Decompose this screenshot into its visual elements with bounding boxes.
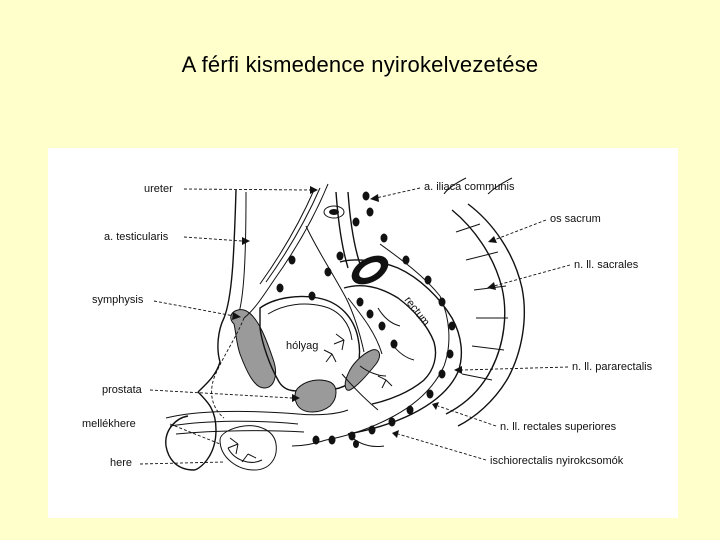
lymph-node xyxy=(313,436,320,445)
label-holyag: hólyag xyxy=(286,340,318,352)
lymph-node xyxy=(353,218,360,227)
lymph-node xyxy=(277,284,284,293)
lymph-node xyxy=(389,418,396,427)
label-n-ll-pararectalis: n. ll. pararectalis xyxy=(572,361,653,373)
lymph-node xyxy=(329,436,336,445)
label-n-ll-rectales-superiores: n. ll. rectales superiores xyxy=(500,421,617,433)
lymph-node xyxy=(427,390,434,399)
label-here: here xyxy=(110,457,132,469)
label-ischiorectalis-nyirokcsomok: ischiorectalis nyirokcsomók xyxy=(490,455,624,467)
lymph-node xyxy=(403,256,410,265)
lymph-node xyxy=(353,440,359,448)
seminal-vesicle xyxy=(345,350,379,391)
lymph-node xyxy=(439,370,446,379)
label-prostata: prostata xyxy=(102,384,143,396)
scrotum-outline xyxy=(166,392,216,470)
label-a-testicularis: a. testicularis xyxy=(104,231,169,243)
lymph-node xyxy=(309,292,316,301)
lymph-node xyxy=(425,276,432,285)
lymph-node xyxy=(369,426,376,435)
lymph-node xyxy=(379,322,386,331)
lymph-node xyxy=(337,252,344,261)
label-symphysis: symphysis xyxy=(92,294,144,306)
label-n-ll-sacrales: n. ll. sacrales xyxy=(574,259,639,271)
lymph-node xyxy=(289,256,296,265)
lymph-node xyxy=(391,340,398,349)
lymph-node xyxy=(439,298,446,307)
symphysis-bone xyxy=(231,310,276,388)
pelvis-lymph-diagram: ureter a. testicularis symphysis prostat… xyxy=(48,148,678,518)
body-outline xyxy=(198,190,236,392)
lymph-node xyxy=(381,234,388,243)
lymph-node xyxy=(349,432,356,441)
lymph-node xyxy=(363,192,370,201)
label-mellekhere: mellékhere xyxy=(82,418,136,430)
label-os-sacrum: os sacrum xyxy=(550,213,601,225)
label-rectum: rectum xyxy=(402,294,432,328)
prostate-gland xyxy=(295,380,336,412)
anatomy-drawing xyxy=(166,178,525,470)
label-a-iliaca-communis: a. iliaca communis xyxy=(424,181,515,193)
lymph-node xyxy=(447,350,454,359)
lymph-node xyxy=(357,298,364,307)
lymph-node xyxy=(325,268,332,277)
lymph-node xyxy=(367,208,374,217)
label-ureter: ureter xyxy=(144,183,173,195)
lymph-node xyxy=(449,322,456,331)
lymph-node xyxy=(407,406,414,415)
slide-title: A férfi kismedence nyirokelvezetése xyxy=(0,52,720,78)
lymph-node xyxy=(367,310,374,319)
